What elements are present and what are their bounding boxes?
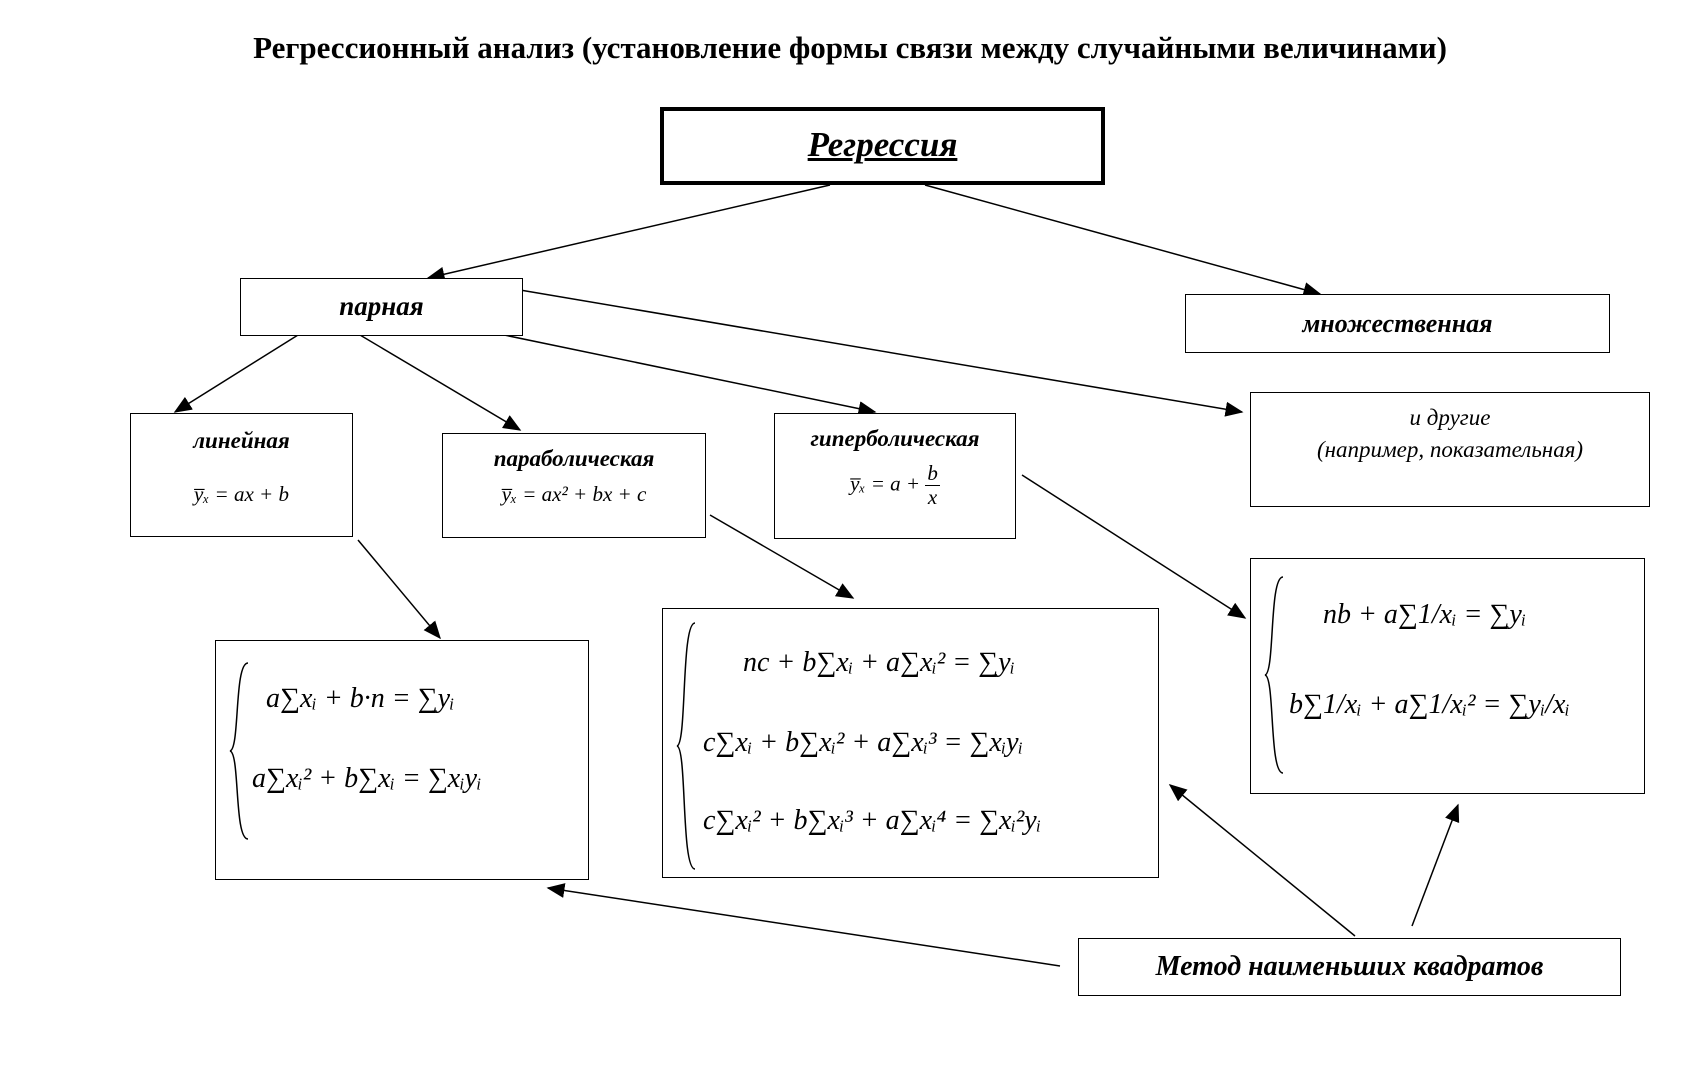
hyperbolic-denominator: x [927,485,938,510]
parabolic-label: параболическая [493,446,655,471]
multiple-regression-label: множественная [1302,309,1493,338]
parabolic-system-eq1: nc + b∑xᵢ + a∑xᵢ² = ∑yᵢ [743,647,1015,678]
hyperbolic-label: гиперболическая [810,426,980,451]
diagram-title: Регрессионный анализ (установление формы… [253,30,1447,65]
hyperbolic-formula: y̅ₓ = a + b x [775,461,1015,510]
hyperbolic-fraction: b x [925,461,940,510]
parabolic-system-brace [676,622,696,870]
linear-formula: y̅ₓ = ax + b [194,482,289,506]
others-line2: (например, показательная) [1316,437,1584,462]
linear-box: линейная y̅ₓ = ax + b [130,413,353,537]
linear-label: линейная [193,428,290,453]
hyperbolic-system-eq2: b∑1/xᵢ + a∑1/xᵢ² = ∑yᵢ/xᵢ [1289,689,1570,720]
linear-system-box: a∑xᵢ + b·n = ∑yᵢ a∑xᵢ² + b∑xᵢ = ∑xᵢyᵢ [215,640,589,880]
linear-system-eq2: a∑xᵢ² + b∑xᵢ = ∑xᵢyᵢ [252,763,482,794]
linear-system-eq1: a∑xᵢ + b·n = ∑yᵢ [266,683,455,714]
least-squares-method-label: Метод наименьших квадратов [1155,951,1544,982]
parabolic-system-eq3: c∑xᵢ² + b∑xᵢ³ + a∑xᵢ⁴ = ∑xᵢ²yᵢ [703,805,1042,836]
parabolic-system-box: nc + b∑xᵢ + a∑xᵢ² = ∑yᵢ c∑xᵢ + b∑xᵢ² + a… [662,608,1159,878]
hyperbolic-system-brace [1264,576,1284,774]
linear-system-brace [229,662,249,840]
hyperbolic-formula-lhs: y̅ₓ = a + [850,471,921,496]
pair-regression-label: парная [339,291,424,321]
parabolic-formula: y̅ₓ = ax² + bx + c [501,482,647,506]
multiple-regression-box: множественная [1185,294,1610,353]
regression-root-box: Регрессия [660,107,1105,185]
hyperbolic-system-box: nb + a∑1/xᵢ = ∑yᵢ b∑1/xᵢ + a∑1/xᵢ² = ∑yᵢ… [1250,558,1645,794]
parabolic-box: параболическая y̅ₓ = ax² + bx + c [442,433,706,538]
least-squares-method-box: Метод наименьших квадратов [1078,938,1621,996]
regression-root-label: Регрессия [807,125,958,164]
pair-regression-box: парная [240,278,523,336]
others-line1: и другие [1409,405,1491,430]
hyperbolic-numerator: b [925,461,940,487]
others-box: и другие (например, показательная) [1250,392,1650,507]
hyperbolic-box: гиперболическая y̅ₓ = a + b x [774,413,1016,539]
hyperbolic-system-eq1: nb + a∑1/xᵢ = ∑yᵢ [1323,599,1527,630]
parabolic-system-eq2: c∑xᵢ + b∑xᵢ² + a∑xᵢ³ = ∑xᵢyᵢ [703,727,1024,758]
